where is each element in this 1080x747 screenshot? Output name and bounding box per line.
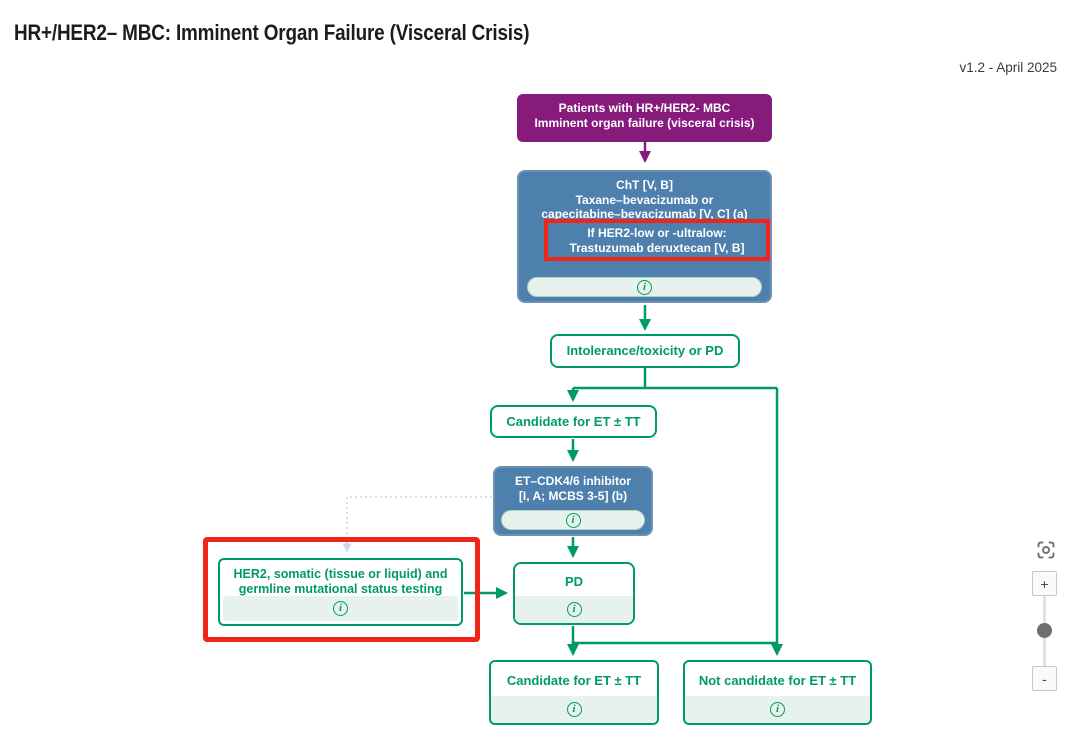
pd-label: PD [564, 574, 584, 589]
not-candidate-label: Not candidate for ET ± TT [698, 673, 857, 688]
zoom-out-button[interactable]: - [1032, 666, 1057, 691]
her2-testing-line2: germline mutational status testing [238, 582, 443, 596]
cht-box-line2: Taxane–bevacizumab or [575, 192, 714, 207]
not-candidate-info-strip[interactable]: i [685, 696, 870, 723]
patients-box-line2: Imminent organ failure (visceral crisis) [534, 115, 755, 130]
info-icon[interactable]: i [566, 602, 582, 617]
candidate-bottom-box: Candidate for ET ± TT i [489, 660, 659, 725]
et-cdk46-line1: ET–CDK4/6 inhibitor [514, 474, 631, 488]
her2-testing-line1: HER2, somatic (tissue or liquid) and [233, 567, 448, 581]
info-icon[interactable]: i [770, 702, 785, 717]
candidate-bottom-label: Candidate for ET ± TT [506, 673, 642, 688]
fit-view-button[interactable] [1036, 540, 1056, 560]
pd-box: PD i [513, 562, 635, 625]
not-candidate-box: Not candidate for ET ± TT i [683, 660, 872, 725]
intolerance-box: Intolerance/toxicity or PD [550, 334, 740, 368]
zoom-slider-handle[interactable] [1037, 623, 1052, 638]
zoom-in-button[interactable]: + [1032, 571, 1057, 596]
cht-info-strip[interactable]: i [527, 277, 762, 297]
connector-pd-branch [571, 626, 777, 645]
cht-box-line3: capecitabine–bevacizumab [V, C] (a) [541, 207, 748, 221]
patients-box-line1: Patients with HR+/HER2- MBC [558, 101, 731, 115]
candidate-top-label: Candidate for ET ± TT [506, 414, 641, 429]
her2-testing-red-annotation [203, 537, 480, 642]
info-icon[interactable]: i [565, 512, 581, 528]
her2-low-line2: Trastuzumab deruxtecan [V, B] [569, 240, 745, 255]
page-title: HR+/HER2– MBC: Imminent Organ Failure (V… [14, 20, 530, 45]
her2-low-line1: If HER2-low or -ultralow: [587, 226, 727, 240]
intolerance-label: Intolerance/toxicity or PD [566, 343, 724, 358]
patients-box: Patients with HR+/HER2- MBC Imminent org… [517, 94, 772, 142]
info-icon[interactable]: i [566, 702, 582, 717]
candidate-top-box: Candidate for ET ± TT [490, 405, 657, 438]
candidate-bottom-info-strip[interactable]: i [491, 696, 657, 723]
info-icon[interactable]: i [333, 601, 348, 616]
her2-low-highlight-annotation: If HER2-low or -ultralow: Trastuzumab de… [544, 219, 770, 261]
info-icon[interactable]: i [637, 279, 652, 295]
et-cdk46-line2: [I, A; MCBS 3-5] (b) [518, 488, 628, 503]
cht-box-line1: ChT [V, B] [616, 178, 673, 192]
et-cdk46-box: ET–CDK4/6 inhibitor [I, A; MCBS 3-5] (b)… [493, 466, 653, 536]
her2-testing-info-strip[interactable]: i [223, 596, 458, 621]
version-label: v1.2 - April 2025 [959, 60, 1057, 75]
fit-view-icon [1037, 541, 1055, 559]
cht-box: ChT [V, B] Taxane–bevacizumab or capecit… [517, 170, 772, 303]
pd-info-strip[interactable]: i [515, 596, 633, 623]
her2-testing-box: HER2, somatic (tissue or liquid) and ger… [218, 558, 463, 626]
et-cdk46-info-strip[interactable]: i [501, 510, 645, 530]
